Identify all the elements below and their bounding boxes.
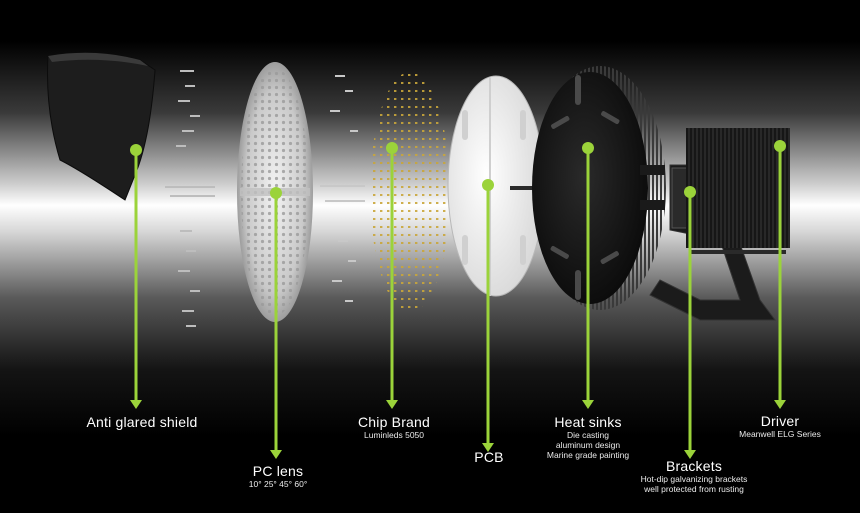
label-heatsink-subtitle-2: Marine grade painting (547, 450, 629, 460)
label-shield-title: Anti glared shield (87, 414, 198, 430)
label-brackets: Brackets Hot-dip galvanizing brackets we… (641, 458, 748, 494)
label-pcb: PCB (474, 449, 503, 465)
label-chip-subtitle-0: Luminleds 5050 (358, 430, 430, 440)
heat-sink-part (532, 66, 666, 310)
label-chip-title: Chip Brand (358, 414, 430, 430)
screws-middle (320, 75, 365, 302)
label-heatsink: Heat sinks Die casting aluminum design M… (547, 414, 629, 460)
label-heatsink-subtitle-0: Die casting (547, 430, 629, 440)
label-chip: Chip Brand Luminleds 5050 (358, 414, 430, 440)
label-pcb-title: PCB (474, 449, 503, 465)
label-lens: PC lens 10° 25° 45° 60° (249, 463, 308, 489)
label-lens-title: PC lens (249, 463, 308, 479)
label-shield: Anti glared shield (87, 414, 198, 430)
label-heatsink-subtitle-1: aluminum design (547, 440, 629, 450)
label-driver-title: Driver (739, 413, 821, 429)
label-lens-subtitle-0: 10° 25° 45° 60° (249, 479, 308, 489)
label-brackets-title: Brackets (641, 458, 748, 474)
label-driver-subtitle-0: Meanwell ELG Series (739, 429, 821, 439)
screws-left (165, 70, 215, 327)
label-heatsink-title: Heat sinks (547, 414, 629, 430)
label-brackets-subtitle-1: well protected from rusting (641, 484, 748, 494)
label-brackets-subtitle-0: Hot-dip galvanizing brackets (641, 474, 748, 484)
shield-part (48, 53, 156, 200)
chip-array-part (370, 72, 450, 312)
label-driver: Driver Meanwell ELG Series (739, 413, 821, 439)
